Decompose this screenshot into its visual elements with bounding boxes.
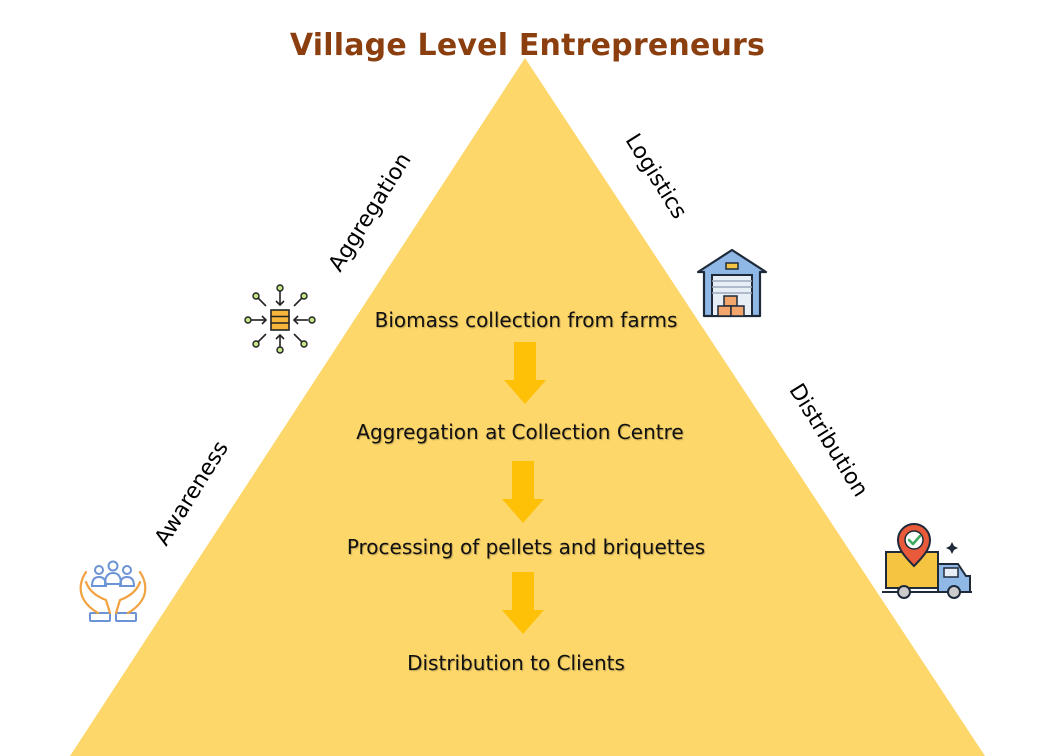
down-arrow-1 — [504, 342, 546, 404]
network-hub-icon — [244, 284, 316, 354]
step-distribution-clients: Distribution to Clients — [407, 651, 625, 675]
step-aggregation-centre: Aggregation at Collection Centre — [356, 420, 684, 444]
step-processing: Processing of pellets and briquettes — [346, 535, 706, 559]
step-biomass-collection: Biomass collection from farms — [374, 308, 678, 332]
down-arrow-2 — [502, 461, 544, 523]
delivery-truck-icon — [882, 523, 972, 599]
page-title: Village Level Entrepreneurs — [289, 28, 766, 63]
down-arrow-3 — [502, 572, 544, 634]
warehouse-icon — [696, 248, 768, 318]
community-hands-icon — [79, 560, 147, 622]
